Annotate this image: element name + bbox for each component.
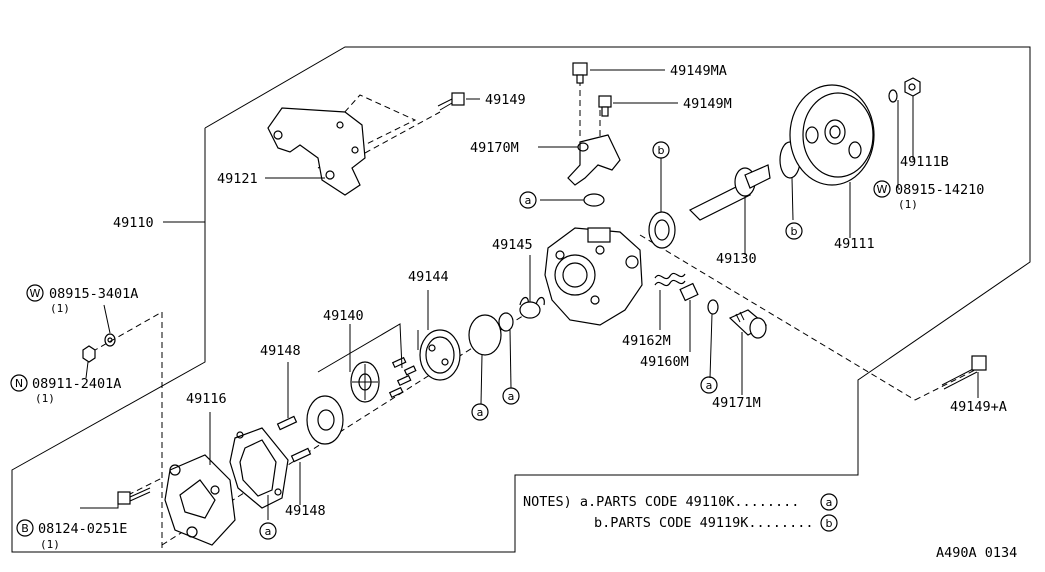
label-49162M: 49162M <box>622 333 671 349</box>
svg-text:b: b <box>826 517 833 530</box>
connector-49171M <box>728 309 768 339</box>
spring-49145 <box>519 296 545 319</box>
marker-b-snap-ring: b <box>785 222 803 240</box>
assembly-boundary <box>11 46 1031 553</box>
oil-seal-b <box>648 211 676 249</box>
svg-text:b: b <box>791 225 798 238</box>
svg-text:a: a <box>477 406 484 419</box>
rotor <box>350 361 380 403</box>
pump-body <box>544 227 643 326</box>
reference-markers: a b b a a a a W <box>10 141 891 540</box>
notes-ref-b: b <box>820 514 838 532</box>
label-08124-0251E: 08124-0251E <box>38 521 127 537</box>
qty-08915-3401A: (1) <box>50 302 70 315</box>
shaft-49130 <box>688 164 771 221</box>
qty-08911-2401A: (1) <box>35 392 55 405</box>
label-49149: 49149 <box>485 92 526 108</box>
marker-b-oil-seal: b <box>652 141 670 159</box>
plate-49144 <box>419 329 461 381</box>
bolt-49149 <box>437 92 465 111</box>
marker-a-o-ring-1: a <box>502 387 520 405</box>
label-49140: 49140 <box>323 308 364 324</box>
bolt-08124-0251E <box>117 487 151 505</box>
marker-B-08124-0251E: B <box>16 519 34 537</box>
svg-text:B: B <box>21 522 29 535</box>
pulley-49111 <box>789 84 875 186</box>
o-ring-a-1 <box>498 312 514 332</box>
seal-a-top <box>583 193 605 207</box>
label-49149A: 49149+A <box>950 399 1007 415</box>
label-08915-3401A: 08915-3401A <box>49 286 138 302</box>
washer-08915-3401A <box>104 333 116 347</box>
rear-cover-49116 <box>164 454 236 546</box>
qty-08915-14210: (1) <box>898 198 918 211</box>
valve-49160M <box>679 282 699 302</box>
svg-text:a: a <box>508 390 515 403</box>
marker-a-seal-top: a <box>519 191 537 209</box>
label-49111: 49111 <box>834 236 875 252</box>
part-labels: 49149MA 49149 49149M 49170M 49121 49110 … <box>32 63 1007 551</box>
label-49149M: 49149M <box>683 96 732 112</box>
marker-a-o-ring-2: a <box>471 403 489 421</box>
bolt-49149A <box>941 355 987 390</box>
svg-text:a: a <box>525 194 532 207</box>
svg-text:W: W <box>877 183 888 196</box>
diagram-code: A490A 0134 <box>936 545 1017 561</box>
marker-a-gasket: a <box>259 522 277 540</box>
label-49149MA: 49149MA <box>670 63 727 79</box>
label-08915-14210: 08915-14210 <box>895 182 984 198</box>
nut-08911-2401A <box>82 345 96 363</box>
svg-text:W: W <box>30 287 41 300</box>
label-49121: 49121 <box>217 171 258 187</box>
label-49144: 49144 <box>408 269 449 285</box>
pin-49148-lower <box>290 447 312 463</box>
qty-08124-0251E: (1) <box>40 538 60 551</box>
label-49171M: 49171M <box>712 395 761 411</box>
label-49148-lower: 49148 <box>285 503 326 519</box>
o-ring-a-2 <box>468 314 502 356</box>
spring-49162M <box>654 272 686 287</box>
bolt-49149MA <box>572 62 588 84</box>
cam-ring <box>306 395 344 445</box>
svg-text:b: b <box>658 144 665 157</box>
label-49111B: 49111B <box>900 154 949 170</box>
notes-line-2: b.PARTS CODE 49119K........ <box>594 515 813 531</box>
svg-text:a: a <box>826 496 833 509</box>
label-49160M: 49160M <box>640 354 689 370</box>
notes-ref-a: a <box>820 493 838 511</box>
label-49148-upper: 49148 <box>260 343 301 359</box>
svg-text:a: a <box>706 379 713 392</box>
label-49116: 49116 <box>186 391 227 407</box>
label-49145: 49145 <box>492 237 533 253</box>
marker-W-08915-14210: W <box>873 180 891 198</box>
label-49110: 49110 <box>113 215 154 231</box>
o-ring-a-3 <box>707 299 719 315</box>
label-08911-2401A: 08911-2401A <box>32 376 121 392</box>
pin-49148-upper <box>276 415 298 431</box>
notes-line-1: NOTES) a.PARTS CODE 49110K........ <box>523 494 799 510</box>
bracket-49121 <box>267 107 366 196</box>
bolt-49149M <box>598 95 612 117</box>
marker-N-08911-2401A: N <box>10 374 28 392</box>
notes-block: NOTES) a.PARTS CODE 49110K........ a b.P… <box>523 493 838 532</box>
svg-text:N: N <box>15 377 23 390</box>
nut-49111B <box>888 77 921 103</box>
suction-pipe-49170M <box>567 134 621 186</box>
label-49170M: 49170M <box>470 140 519 156</box>
svg-text:a: a <box>265 525 272 538</box>
gasket-a <box>229 427 289 509</box>
marker-a-o-ring-3: a <box>700 376 718 394</box>
vanes <box>388 356 417 399</box>
marker-W-08915-3401A: W <box>26 284 44 302</box>
label-49130: 49130 <box>716 251 757 267</box>
